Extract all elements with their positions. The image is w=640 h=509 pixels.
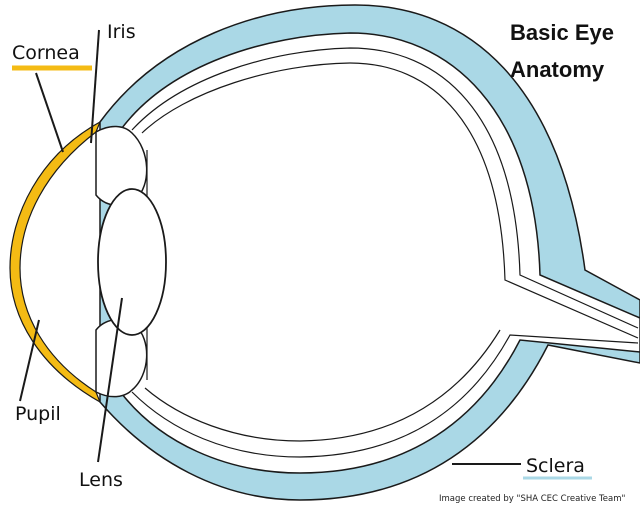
label-pupil: Pupil	[15, 403, 61, 425]
label-cornea: Cornea	[12, 42, 80, 64]
label-lens: Lens	[79, 469, 123, 491]
diagram-title-line2: Anatomy	[510, 57, 605, 82]
cornea-pointer	[36, 73, 63, 152]
lens	[98, 189, 166, 335]
label-sclera: Sclera	[526, 455, 585, 477]
image-credit: Image created by "SHA CEC Creative Team"	[439, 494, 625, 504]
diagram-title-line1: Basic Eye	[510, 20, 614, 45]
cornea	[10, 122, 100, 402]
label-iris: Iris	[107, 21, 136, 43]
